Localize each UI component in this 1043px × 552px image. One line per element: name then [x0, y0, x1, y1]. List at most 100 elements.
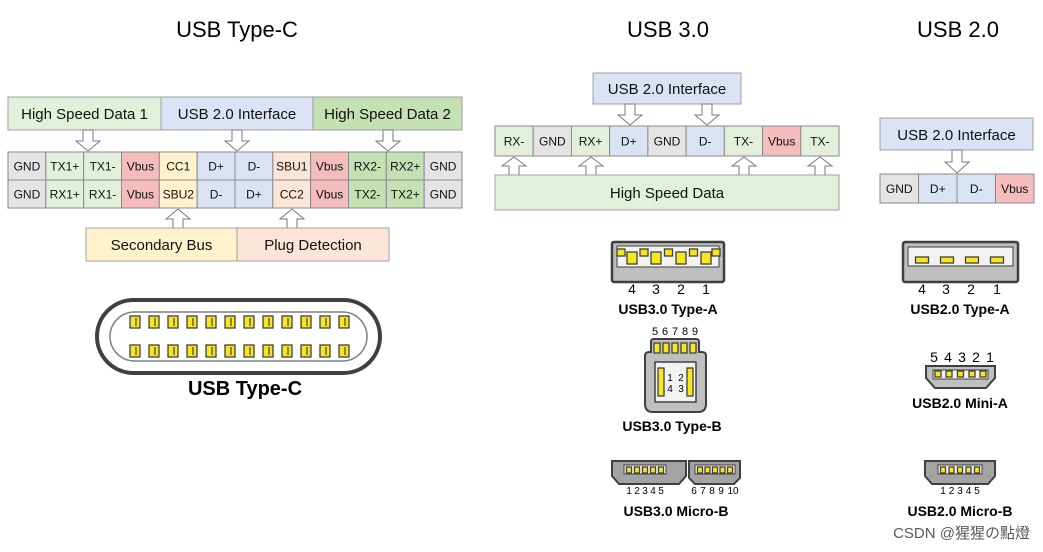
- type-c-row1-pin-cc1: CC1: [158, 151, 198, 181]
- pin-cell-background: [956, 173, 996, 204]
- usb2-micro-b-contact: [939, 466, 947, 474]
- type-c-contact: [186, 344, 198, 358]
- type-c-row1-pin-vbus: Vbus: [310, 151, 349, 181]
- type-c-contact: [300, 344, 312, 358]
- pin-label: Vbus: [316, 159, 343, 173]
- type-c-row2-pin-gnd: GND: [7, 179, 47, 209]
- group-label: Plug Detection: [264, 237, 362, 254]
- group-label: Secondary Bus: [111, 237, 213, 254]
- up-arrow: [730, 156, 758, 176]
- usb2-mini-a-contact: [968, 370, 976, 378]
- type-c-contact: [243, 344, 255, 358]
- usb3-type-b-contacts: [653, 342, 697, 397]
- pin-cell-background: [723, 125, 764, 157]
- group-box: [85, 227, 238, 262]
- pin-cell-background: [83, 151, 122, 181]
- down-arrow: [74, 129, 102, 152]
- type-c-row1-pin-d-plus: D+: [196, 151, 236, 181]
- pin-label: GND: [14, 159, 41, 173]
- type-c-row2-pin-d-plus: D+: [234, 179, 274, 209]
- usb3-micro-b-contact: [641, 466, 649, 474]
- pin-label: GND: [654, 134, 681, 148]
- type-c-contact: [205, 315, 217, 329]
- pin-label: RX-: [504, 134, 525, 148]
- pin-label: RX2-: [354, 159, 381, 173]
- pin-number: 5: [974, 486, 980, 497]
- usb2-mini-a-label: USB2.0 Mini-A: [912, 395, 1008, 411]
- usb2-micro-b-connector-drawing: [924, 460, 996, 485]
- group-label: USB 2.0 Interface: [178, 106, 296, 123]
- type-c-row2-pin-rx1-minus: RX1-: [83, 179, 122, 209]
- pin-cell-background: [158, 151, 198, 181]
- usb2-pin-vbus: Vbus: [995, 173, 1035, 204]
- pin-label: GND: [886, 182, 913, 196]
- pin-number: 9: [692, 326, 698, 338]
- pin-number: 2: [949, 486, 955, 497]
- usb3-type-a-connector-drawing: [610, 240, 726, 284]
- down-arrow: [693, 103, 721, 126]
- usb2-micro-b-contact: [965, 466, 972, 474]
- type-c-contact: [262, 344, 274, 358]
- usb2-type-a-contact: [939, 256, 955, 264]
- type-c-contact: [129, 315, 141, 329]
- type-c-contact: [338, 344, 350, 358]
- usb3-type-a-long-contact: [675, 251, 687, 265]
- usb2-mini-a-contact: [934, 370, 942, 378]
- usb2-type-a-connector-drawing: [901, 240, 1020, 284]
- type-c-row2-pin-tx2-plus: TX2+: [385, 179, 425, 209]
- pin-number: 10: [727, 486, 739, 497]
- type-c-contact: [262, 315, 274, 329]
- usb2-type-a-contact: [914, 256, 930, 264]
- type-c-row1-pin-tx1-minus: TX1-: [83, 151, 122, 181]
- pin-cell-background: [272, 179, 312, 209]
- usb3-type-a-short-contact: [663, 248, 674, 257]
- pin-label: RX+: [579, 134, 603, 148]
- usb2-type-a-contact: [964, 256, 980, 264]
- usb3-pin-rx-minus: RX-: [494, 125, 534, 157]
- usb3-pin-gnd: GND: [532, 125, 572, 157]
- usb3-type-b-superspeed-contact: [653, 342, 661, 354]
- type-c-row1-pin-sbu1: SBU1: [272, 151, 312, 181]
- pin-label: TX2-: [354, 187, 380, 201]
- usb3-micro-b-contact: [704, 466, 711, 474]
- group-label: High Speed Data 1: [21, 106, 148, 123]
- pin-number: 3: [652, 281, 660, 297]
- group-box: [494, 174, 840, 211]
- usb2-mini-a-contact: [945, 370, 953, 378]
- type-c-contact: [224, 315, 236, 329]
- type-c-row2-pin-vbus: Vbus: [310, 179, 349, 209]
- watermark: CSDN @猩猩の點燈: [893, 525, 1030, 542]
- usb3-type-a-short-contact: [616, 248, 626, 257]
- group-box: [236, 227, 390, 262]
- usb3-micro-b-contact: [633, 466, 641, 474]
- pin-label: SBU2: [163, 187, 195, 201]
- pin-cell-background: [762, 125, 802, 157]
- type-c-section: USB Type-C High Speed Data 1 USB 2.0 Int…: [7, 17, 463, 400]
- usb2-micro-b-contact: [948, 466, 955, 474]
- usb2-micro-b-contacts: [939, 466, 981, 474]
- pin-number: 4: [918, 281, 926, 297]
- pin-label: TX-: [734, 134, 753, 148]
- pin-number: 1: [940, 486, 946, 497]
- usb3-type-a-label: USB3.0 Type-A: [618, 301, 717, 317]
- pin-number: 6: [662, 326, 668, 338]
- usb3-type-a-long-contact: [700, 251, 712, 265]
- pin-number: 1: [626, 486, 632, 497]
- pin-label: D-: [699, 134, 712, 148]
- pin-label: SBU1: [276, 159, 308, 173]
- type-c-contact: [319, 344, 331, 358]
- pin-cell-background: [609, 125, 649, 157]
- pin-number: 8: [682, 326, 688, 338]
- type-c-contact: [129, 344, 141, 358]
- down-arrow: [616, 103, 644, 126]
- type-c-row2-pin-rx1-plus: RX1+: [45, 179, 85, 209]
- pin-number: 3: [642, 486, 648, 497]
- usb3-pin-tx-minus: TX-: [723, 125, 764, 157]
- pin-cell-background: [310, 151, 349, 181]
- type-c-contacts: [129, 315, 350, 358]
- pin-label: D+: [930, 182, 946, 196]
